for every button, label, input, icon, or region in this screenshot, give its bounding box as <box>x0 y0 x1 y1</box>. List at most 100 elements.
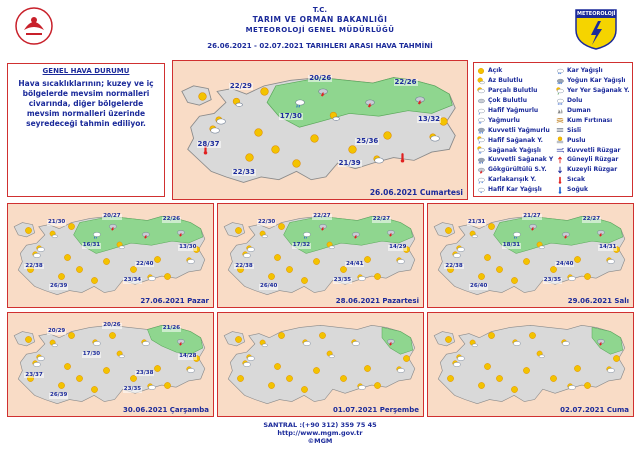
footer-website-link[interactable]: http://www.mgm.gov.tr <box>277 429 363 437</box>
sun-cloud-icon <box>357 274 366 281</box>
map-date-label: 30.06.2021 Çarşamba <box>123 406 209 414</box>
scattered-shower-icon <box>556 87 564 95</box>
temperature-label: 20/27 <box>102 213 122 220</box>
smoke-icon <box>556 107 564 115</box>
thunderstorm-icon <box>176 339 185 347</box>
temperature-label: 22/38 <box>234 262 254 270</box>
sun-icon <box>129 266 137 274</box>
sun-small-cloud-icon <box>477 77 485 84</box>
legend-item-label: Hafif Sağanak Y. <box>488 136 543 144</box>
sun-small-cloud-icon <box>116 350 126 358</box>
turkey-landmass <box>17 325 206 404</box>
sun-icon <box>447 375 454 383</box>
light-snow-icon: * <box>477 186 485 195</box>
turkey-landmass <box>227 325 416 404</box>
sun-cloud-icon <box>567 274 576 281</box>
sun-icon <box>523 258 530 266</box>
cloud-icon <box>477 97 485 105</box>
strong-wind-icon <box>556 148 564 153</box>
legend-item-label: Dolu <box>567 97 583 105</box>
sun-icon <box>245 153 254 162</box>
legend-item: *Karlakarışık Y. <box>477 175 553 185</box>
page-title: 26.06.2021 - 02.07.2021 TARIHLERI ARASI … <box>207 42 433 50</box>
sun-icon <box>477 272 485 280</box>
sun-cloud-icon <box>561 339 570 347</box>
sun-cloud-icon <box>147 274 156 281</box>
footer-copyright: ©MGM <box>307 437 333 445</box>
temperature-label: 22/40 <box>135 260 155 268</box>
sun-icon <box>445 336 452 344</box>
sun-cloud-icon <box>456 245 466 252</box>
light-rain-icon <box>477 107 485 115</box>
temperature-label: 23/35 <box>542 277 563 284</box>
sun-icon <box>477 67 485 75</box>
temperature-label: 23/34 <box>122 277 143 284</box>
temperature-label: 23/38 <box>135 369 155 377</box>
legend-item-label: Çok Bulutlu <box>488 97 527 105</box>
legend-item: Kuvvetli Yağmurlu <box>477 125 553 135</box>
map-date-label: 01.07.2021 Perşembe <box>332 406 419 414</box>
legend-item: Yer Yer Sağanak Y. <box>556 86 630 96</box>
legend-item-label: Sisli <box>567 126 582 134</box>
light-rain-icon <box>478 108 485 115</box>
sun-icon <box>584 381 592 389</box>
sun-cloud-icon <box>452 251 461 258</box>
sun-icon <box>90 276 98 284</box>
turkey-map <box>223 216 416 295</box>
sun-icon <box>549 375 557 383</box>
turkey-map <box>181 77 456 183</box>
sun-icon <box>254 128 263 137</box>
temperature-label: 22/26 <box>393 77 418 86</box>
sun-icon <box>271 145 281 154</box>
legend-item-label: Hafif Yağmurlu <box>488 107 539 114</box>
turkey-map <box>433 216 626 295</box>
temperature-label: 20/29 <box>46 328 67 335</box>
light-shower-icon <box>477 136 485 144</box>
sun-cloud-icon <box>396 366 405 374</box>
legend-item: Puslu <box>556 135 630 145</box>
precipitation-area <box>283 216 414 254</box>
sun-icon <box>68 223 75 231</box>
thunderstorm-icon <box>415 96 426 106</box>
rain-icon <box>512 232 521 240</box>
temperature-label: 22/38 <box>444 262 464 270</box>
sun-small-cloud-icon <box>326 350 336 358</box>
temperature-label: 22/38 <box>24 262 44 270</box>
header: T.C. TARIM VE ORMAN BAKANLIĞI METEOROLOJ… <box>0 0 640 58</box>
sun-small-cloud-icon <box>469 231 478 239</box>
sun-cloud-icon <box>567 383 576 390</box>
temperature-label: 20/26 <box>102 322 122 329</box>
sun-cloud-icon <box>215 116 226 125</box>
sun-icon <box>64 363 71 370</box>
temperature-label: 23/37 <box>24 371 44 379</box>
cold-icon <box>558 186 562 194</box>
temperature-label: 26/39 <box>49 392 69 399</box>
sun-icon <box>274 254 281 261</box>
legend-item: Az Bulutlu <box>477 76 553 86</box>
sun-small-cloud-icon <box>232 97 243 107</box>
south-wind-icon <box>558 156 562 164</box>
sun-cloud-icon <box>606 366 615 374</box>
temperature-label: 22/33 <box>231 167 256 176</box>
legend-item-label: Açık <box>488 67 503 75</box>
legend-item-label: Gökgürültülü S.Y. <box>488 166 547 174</box>
temperature-label: 16/31 <box>81 242 102 249</box>
rain-icon <box>92 232 101 240</box>
legend-item-label: Karlakarışık Y. <box>488 176 537 184</box>
map-date-label: 02.07.2021 Cuma <box>560 406 629 414</box>
legend-item: Sağanak Yağışlı <box>477 145 553 155</box>
north-wind-icon <box>558 166 562 174</box>
sun-icon <box>496 266 504 274</box>
thunderstorm-icon <box>478 167 485 175</box>
hot-icon <box>558 176 562 184</box>
fog-icon <box>556 128 564 133</box>
sun-icon <box>103 367 110 375</box>
temperature-label: 14/31 <box>598 244 618 251</box>
sun-icon <box>496 375 504 383</box>
sun-icon <box>267 381 275 389</box>
thunderstorm-icon <box>319 224 327 232</box>
legend-item: Kuvvetli Rüzgar <box>556 145 630 155</box>
sun-cloud-icon <box>351 339 360 347</box>
